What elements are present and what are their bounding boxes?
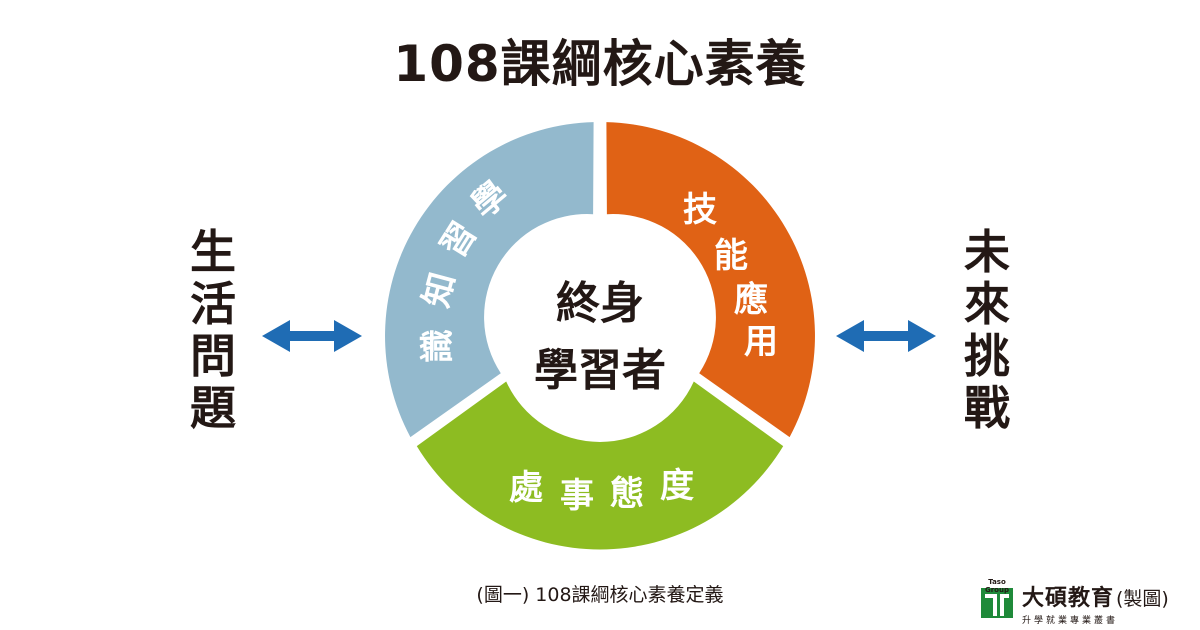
segment-attitude-char: 態 (610, 474, 644, 514)
logo-suffix: (製圖) (1116, 588, 1169, 610)
left-label-char: 題 (190, 381, 236, 435)
left-label-char: 活 (190, 277, 236, 331)
logo-slogan: 升學就業專業叢書 (1022, 616, 1119, 626)
double-arrow-right-icon (836, 320, 936, 352)
logo-group-name: Taso Group (984, 578, 1009, 594)
segment-skills-char: 能 (714, 236, 748, 276)
segment-attitude-char: 度 (660, 466, 694, 506)
segment-knowledge (385, 122, 594, 438)
logo-name-row: 大碩教育 (製圖) (1022, 580, 1169, 612)
left-label-char: 生 (190, 225, 236, 279)
publisher-logo: Taso Group 大碩教育 (製圖) 升學就業專業叢書 (978, 578, 1169, 626)
right-label-char: 戰 (964, 381, 1010, 435)
page-title: 108課綱核心素養 (393, 35, 807, 93)
segment-skills-char: 應 (734, 280, 768, 320)
logo-emblem-icon (981, 588, 1013, 620)
segment-knowledge-char: 識 (418, 329, 458, 363)
center-label-line2: 學習者 (534, 345, 666, 396)
logo-text: 大碩教育 (製圖) 升學就業專業叢書 (1022, 580, 1169, 626)
figure-caption: (圖一) 108課綱核心素養定義 (476, 584, 724, 606)
segment-skills-char: 用 (744, 322, 778, 362)
segment-skills-char: 技 (683, 190, 717, 230)
right-label-char: 未 (964, 225, 1010, 279)
center-label-line1: 終身 (556, 278, 644, 329)
left-label-char: 問 (190, 329, 236, 383)
logo-name: 大碩教育 (1022, 586, 1115, 611)
double-arrow-left-icon (262, 320, 362, 352)
segment-attitude-char: 事 (560, 476, 594, 516)
right-label-char: 來 (964, 277, 1010, 331)
right-label-char: 挑 (964, 329, 1010, 383)
right-label-future-challenges: 未 來 挑 戰 (952, 226, 1022, 434)
segment-attitude-char: 處 (509, 468, 543, 508)
left-label-life-problems: 生 活 問 題 (178, 226, 248, 434)
segment-skills (606, 122, 815, 438)
logo-mark-icon: Taso Group (978, 578, 1016, 624)
segment-attitude (416, 381, 784, 550)
